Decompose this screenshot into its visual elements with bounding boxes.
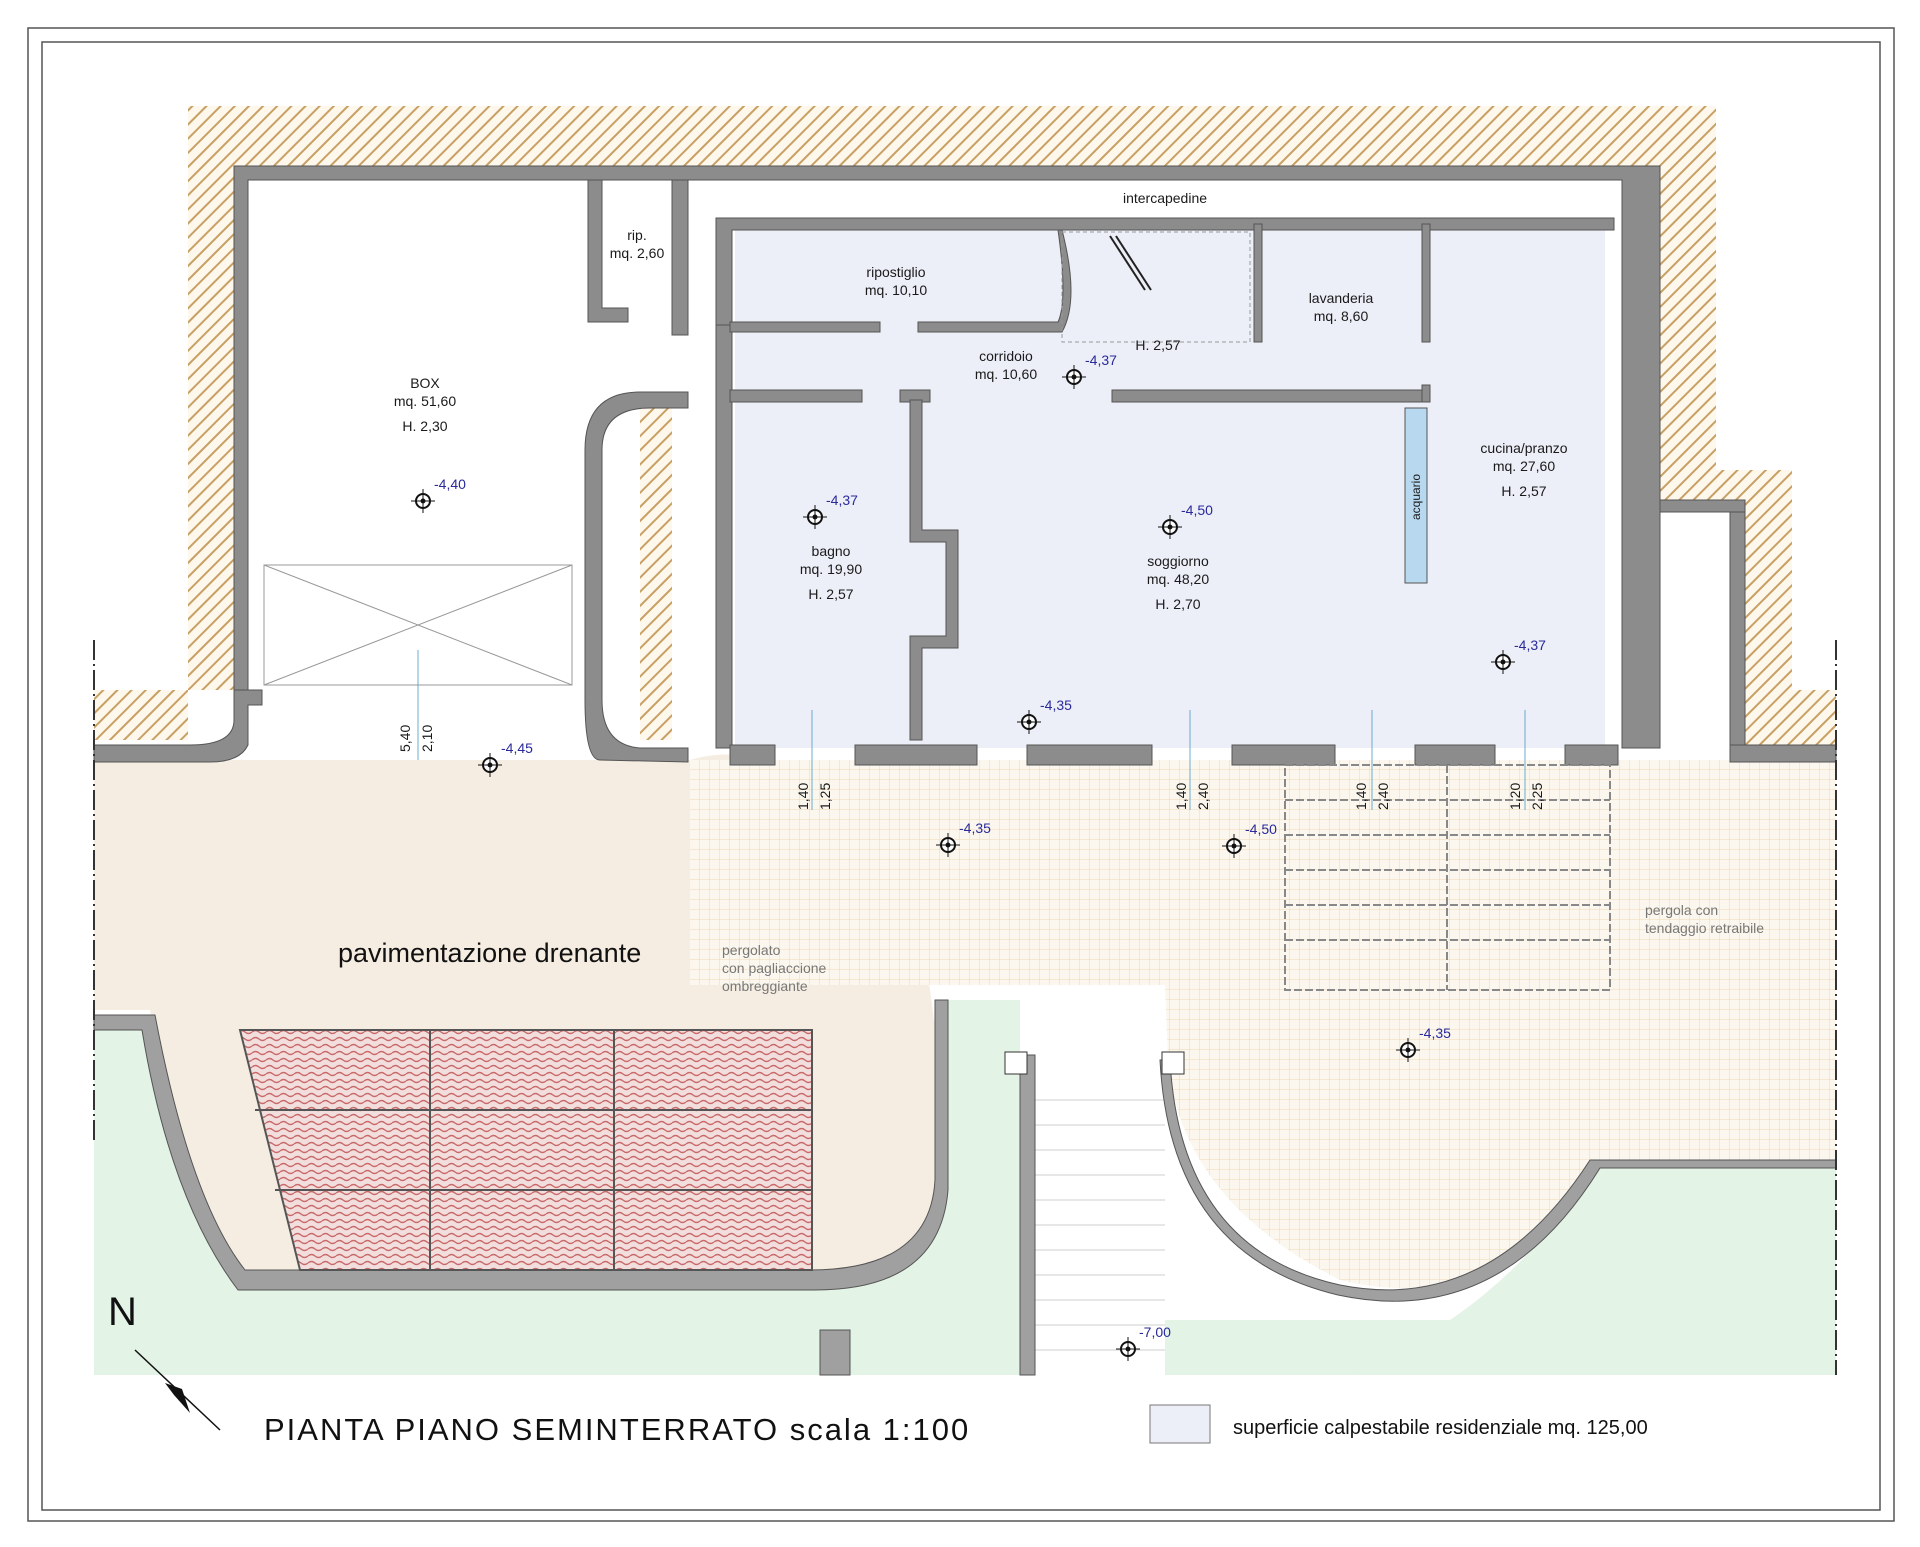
legend-swatch <box>1149 1404 1211 1444</box>
garden-walls <box>93 999 1837 1376</box>
pergola-tent <box>1284 764 1611 991</box>
garden-right <box>1340 1160 1836 1375</box>
terrace-grid <box>690 760 1836 985</box>
interior-stair <box>1061 231 1251 343</box>
box-garage <box>250 180 580 690</box>
aquarium <box>1404 407 1428 584</box>
residential-area <box>735 228 1605 748</box>
north-arrow-icon <box>134 1349 221 1431</box>
pergolato <box>238 1029 813 1271</box>
round-terrace <box>1165 985 1836 1288</box>
walls <box>93 165 1837 766</box>
